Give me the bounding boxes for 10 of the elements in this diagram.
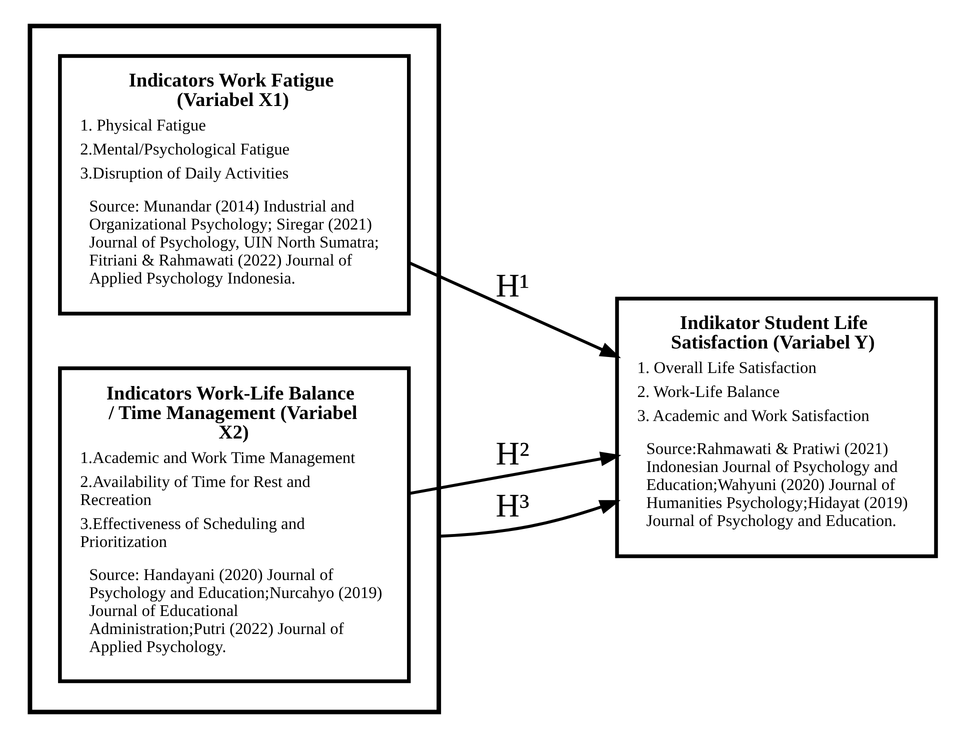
edge-label: H³ (496, 488, 530, 525)
node-box: Indikator Student Life Satisfaction (Variabel Y) 1. Overall Life Satisfaction 2. Work-Life Balance 3. Academic and Work Satisfaction Source:Rahmawati & Pratiwi (2021) Indonesian Journal of Psychology and Education;Wahyuni (2020) Journal of Humanities Psychology;Hidayat (2019) Journal of Psychology and Education. (615, 296, 938, 558)
arrow (408, 262, 621, 358)
node-box: Indicators Work Fatigue (Variabel X1) 1. Physical Fatigue 2.Mental/Psychological Fatigue 3.Disruption of Daily Activities Source: Munandar (2014) Industrial and Organizational Psychology; Siregar (2021) Journal of Psychology, UIN North Sumatra; Fitriani & Rahmawati (2022) Journal of Applied Psychology Indonesia. (58, 54, 411, 316)
arrow (409, 452, 622, 495)
edge-label: H¹ (496, 268, 530, 305)
node-box: Indicators Work-Life Balance / Time Management (Variabel X2) 1.Academic and Work Time Management 2.Availability of Time for Rest and Recreation 3.Effectiveness of Scheduling and Prioritization Source: Handayani (2020) Journal of Psychology and Education;Nurcahyo (2019) Journal of Educational Administration;Putri (2022) Journal of Applied Psychology. (58, 366, 411, 684)
arrow (438, 500, 621, 538)
cluster (28, 24, 442, 714)
edge-label: H² (496, 436, 530, 472)
